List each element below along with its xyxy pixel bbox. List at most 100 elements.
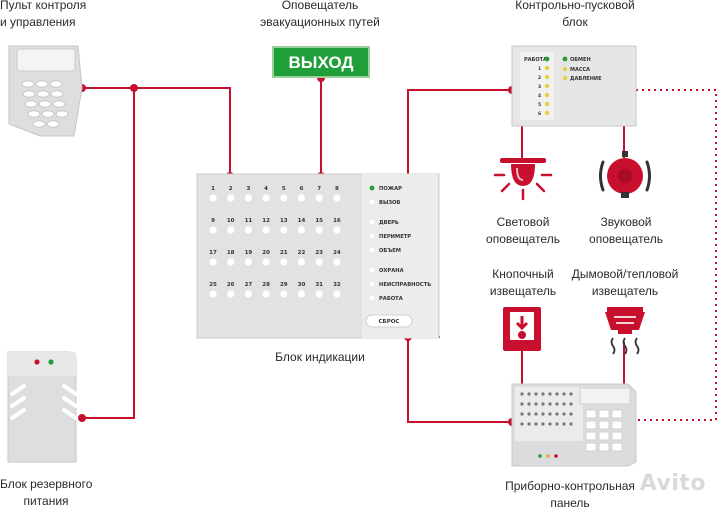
zone-led — [244, 194, 252, 202]
indicator-led — [369, 199, 375, 205]
zone-number: 2 — [229, 186, 233, 192]
zone-led — [280, 194, 288, 202]
zone-led — [209, 290, 217, 298]
indicator-led — [369, 185, 375, 191]
zone-led — [315, 226, 323, 234]
zone-number: 29 — [280, 282, 288, 288]
zone-number: 26 — [227, 282, 235, 288]
indicator-led — [369, 233, 375, 239]
svg-text:1: 1 — [538, 66, 541, 72]
zone-led — [333, 226, 341, 234]
indicator-label: ОХРАНА — [379, 268, 404, 274]
zone-led — [227, 194, 235, 202]
zone-led — [227, 258, 235, 266]
zone-number: 22 — [298, 250, 306, 256]
svg-text:МАССА: МАССА — [570, 67, 590, 73]
control-panel-device — [8, 45, 83, 137]
zone-number: 19 — [245, 250, 253, 256]
wire-backup-power — [82, 88, 135, 419]
indicator-label: ПОЖАР — [379, 186, 402, 192]
zone-led — [280, 226, 288, 234]
zone-number: 27 — [245, 282, 253, 288]
svg-text:5: 5 — [538, 102, 541, 108]
zone-led — [244, 290, 252, 298]
zone-led — [280, 290, 288, 298]
wire-control-panel — [82, 87, 231, 176]
zone-led — [297, 226, 306, 234]
light-alarm-icon — [493, 158, 553, 201]
zone-led — [227, 290, 235, 298]
zone-number: 1 — [211, 186, 215, 192]
zone-number: 31 — [315, 282, 323, 288]
zone-led — [209, 226, 217, 234]
zone-number: 12 — [262, 218, 270, 224]
zone-number: 7 — [317, 186, 321, 192]
svg-text:ДАВЛЕНИЕ: ДАВЛЕНИЕ — [570, 76, 602, 82]
zone-number: 17 — [209, 250, 217, 256]
svg-text:6: 6 — [538, 111, 541, 117]
indicator-label: ПЕРИМЕТР — [379, 234, 411, 240]
launch-block-device: РАБОТА 1 2 3 4 5 6 ОБМЕН МАССА ДАВЛЕНИЕ — [511, 45, 637, 127]
zone-led — [244, 226, 252, 234]
indicator-label: ОБЪЕМ — [379, 248, 401, 254]
exit-sign: ВЫХОД — [272, 46, 370, 78]
zone-led — [315, 258, 323, 266]
indicator-led — [369, 219, 375, 225]
zone-led — [262, 290, 270, 298]
zone-number: 23 — [315, 250, 323, 256]
zone-number: 3 — [246, 186, 250, 192]
svg-text:РАБОТА: РАБОТА — [524, 57, 547, 63]
exit-sign-text: ВЫХОД — [289, 53, 354, 72]
svg-text:ОБМЕН: ОБМЕН — [570, 57, 591, 63]
zone-led — [262, 194, 270, 202]
zone-number: 8 — [335, 186, 339, 192]
indicator-label: НЕИСПРАВНОСТЬ — [379, 282, 431, 288]
zone-led — [297, 290, 306, 298]
zone-number: 24 — [333, 250, 341, 256]
sound-alarm-icon — [599, 151, 651, 198]
zone-led — [262, 258, 270, 266]
zone-led — [209, 258, 217, 266]
zone-number: 11 — [245, 218, 253, 224]
zone-number: 20 — [262, 250, 270, 256]
zone-number: 10 — [227, 218, 235, 224]
zone-number: 14 — [298, 218, 306, 224]
zone-number: 18 — [227, 250, 235, 256]
zone-number: 13 — [280, 218, 288, 224]
indicator-led — [369, 281, 375, 287]
watermark: Avito — [639, 471, 706, 496]
indicator-label: РАБОТА — [379, 296, 403, 302]
zone-number: 30 — [298, 282, 306, 288]
zone-led — [297, 194, 306, 202]
svg-text:2: 2 — [538, 75, 541, 81]
zone-led — [333, 258, 341, 266]
backup-power-device — [7, 351, 78, 463]
indicator-led — [369, 295, 375, 301]
smoke-detector-icon — [605, 307, 645, 355]
indicator-led — [369, 267, 375, 273]
zone-number: 25 — [209, 282, 217, 288]
zone-number: 6 — [300, 186, 304, 192]
indicator-led — [369, 247, 375, 253]
zone-led — [333, 194, 341, 202]
zone-number: 15 — [315, 218, 323, 224]
zone-number: 9 — [211, 218, 215, 224]
zone-led — [280, 258, 288, 266]
indicator-label: ВЫЗОВ — [379, 200, 400, 206]
zone-led — [209, 194, 217, 202]
zone-led — [315, 290, 323, 298]
zone-number: 16 — [333, 218, 341, 224]
zone-number: 4 — [264, 186, 268, 192]
zone-led — [244, 258, 252, 266]
zone-led — [315, 194, 323, 202]
zone-led — [227, 226, 235, 234]
zone-led — [333, 290, 341, 298]
